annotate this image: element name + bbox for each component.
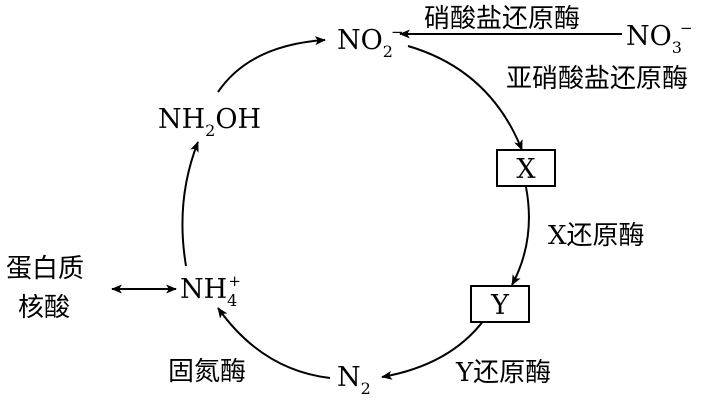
dinitrogen-node: N2	[337, 362, 371, 398]
x-node: X	[496, 149, 556, 187]
label-nitrogenase: 固氮酶	[168, 357, 246, 387]
arrow-n2-to-nh4	[217, 307, 331, 379]
nitrite-node: NO2−	[337, 23, 404, 61]
svg-text:NO3−: NO3−	[626, 19, 693, 57]
arrow-nh2oh-to-no2	[217, 36, 326, 93]
label-nitrite-reductase: 亚硝酸盐还原酶	[506, 64, 688, 94]
label-nitrate-reductase: 硝酸盐还原酶	[424, 4, 580, 34]
nitrate-node: NO3−	[626, 19, 693, 57]
hydroxylamine-node: NH2OH	[158, 104, 261, 140]
svg-text:NH2OH: NH2OH	[158, 104, 261, 140]
arrow-x-to-y	[511, 186, 530, 286]
label-x-reductase: X还原酶	[548, 221, 645, 251]
label-nucleic-acid: 核酸	[18, 293, 70, 323]
ammonium-node: NH4+	[180, 272, 241, 310]
svg-text:X: X	[516, 154, 536, 185]
svg-text:N2: N2	[337, 362, 371, 398]
y-node: Y	[470, 285, 530, 323]
svg-text:NO2−: NO2−	[337, 23, 404, 61]
arrow-no2-to-x	[407, 45, 523, 151]
label-protein: 蛋白质	[6, 254, 84, 284]
svg-text:NH4+: NH4+	[180, 272, 241, 310]
svg-text:Y: Y	[490, 290, 510, 321]
label-y-reductase: Y还原酶	[455, 358, 551, 388]
arrow-y-to-n2	[381, 319, 485, 380]
arrow-nh4-to-nh2oh	[181, 141, 199, 267]
